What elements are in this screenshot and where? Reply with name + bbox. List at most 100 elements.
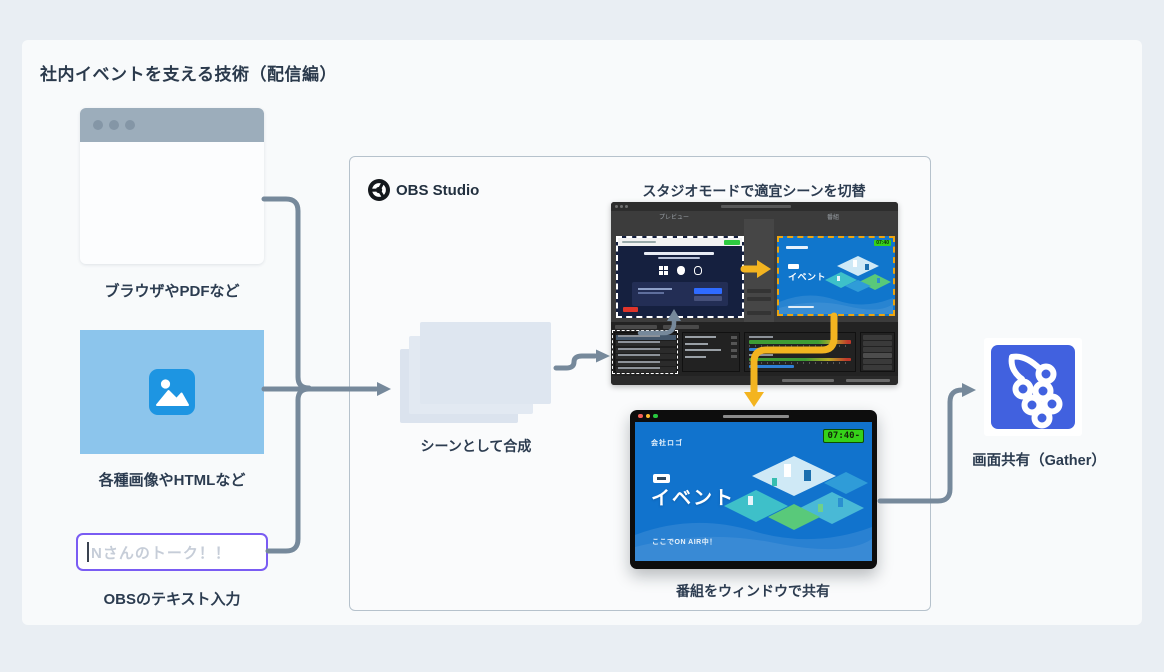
- sources-list[interactable]: [682, 332, 740, 372]
- scene-item[interactable]: [616, 367, 676, 372]
- green-timer-badge: [724, 239, 740, 245]
- text-caret: [87, 542, 89, 562]
- windows-logo-icon: [658, 265, 668, 275]
- event-subtitle: ここでON AIR中！: [652, 537, 717, 547]
- subtitle-placeholder: [788, 305, 814, 308]
- window-dot-icon: [125, 120, 135, 130]
- image-source-label: 各種画像やHTMLなど: [98, 472, 246, 489]
- secondary-button-placeholder: [694, 296, 722, 301]
- site-logo-placeholder: [623, 307, 638, 312]
- scene-item[interactable]: [616, 354, 676, 359]
- address-bar-placeholder: [622, 241, 656, 243]
- panel-text-placeholder: [638, 292, 664, 294]
- event-title: イベント: [651, 488, 736, 509]
- close-window-icon[interactable]: [638, 413, 643, 419]
- obs-studio-mode-screenshot: プレビュー 番組: [611, 202, 898, 385]
- audio-meter: [749, 357, 851, 361]
- scene-card: [420, 322, 551, 404]
- program-screen: 会社ロゴ 07:40- イベント ここでON AIR中！: [635, 422, 872, 561]
- event-title: イベント: [788, 272, 827, 282]
- transition-button-placeholder[interactable]: [747, 311, 771, 315]
- minimize-window-icon[interactable]: [645, 413, 650, 419]
- scenes-dock-header: [615, 325, 657, 329]
- audio-mixer[interactable]: [744, 332, 856, 372]
- control-button-placeholder[interactable]: [863, 341, 892, 346]
- scenes-list[interactable]: [614, 332, 678, 372]
- transition-button-placeholder[interactable]: [747, 297, 771, 301]
- preview-scene-thumbnail[interactable]: [616, 236, 744, 318]
- studio-mode-caption: スタジオモードで適宜シーンを切替: [642, 183, 866, 199]
- control-button-active-placeholder[interactable]: [863, 353, 892, 358]
- os-logos-row: [650, 264, 710, 276]
- window-title-placeholder: [721, 205, 791, 208]
- obs-app-name: OBS Studio: [396, 181, 480, 199]
- event-badge: [653, 474, 670, 483]
- panel-text-placeholder: [638, 288, 672, 290]
- zoom-window-icon[interactable]: [653, 413, 658, 419]
- gather-logo-icon[interactable]: [991, 345, 1075, 429]
- download-button-placeholder: [694, 288, 722, 294]
- program-output-window: 会社ロゴ 07:40- イベント ここでON AIR中！: [630, 410, 877, 569]
- status-text-placeholder: [846, 379, 890, 382]
- window-dot-icon: [625, 205, 628, 208]
- subheading-placeholder: [658, 257, 700, 259]
- isometric-map-illustration: [825, 256, 891, 292]
- status-bar: [611, 376, 898, 385]
- control-button-placeholder[interactable]: [863, 359, 892, 364]
- browser-mockup: [80, 108, 264, 264]
- volume-slider[interactable]: [749, 365, 794, 368]
- window-dot-icon: [93, 120, 103, 130]
- control-button-placeholder[interactable]: [863, 365, 892, 370]
- status-text-placeholder: [782, 379, 834, 382]
- scene-item[interactable]: [616, 347, 676, 353]
- program-window-caption: 番組をウィンドウで共有: [676, 583, 830, 599]
- image-photo-icon: [149, 369, 195, 415]
- control-button-placeholder[interactable]: [863, 335, 892, 340]
- window-dot-icon: [620, 205, 623, 208]
- browser-titlebar: [80, 108, 264, 142]
- scene-item[interactable]: [616, 360, 676, 366]
- timer-badge: 07:40: [874, 240, 891, 246]
- browser-chrome-bar: [618, 238, 742, 246]
- page-title: 社内イベントを支える技術（配信編）: [40, 65, 337, 84]
- company-logo-text: 会社ロゴ: [651, 440, 683, 447]
- window-dot-icon: [615, 205, 618, 208]
- control-button-placeholder[interactable]: [863, 347, 892, 352]
- text-input-label: OBSのテキスト入力: [103, 591, 241, 608]
- apple-logo-icon: [676, 265, 685, 275]
- transition-button-placeholder[interactable]: [747, 289, 771, 293]
- wave-decoration: [635, 522, 872, 561]
- volume-slider[interactable]: [749, 347, 813, 351]
- source-item[interactable]: [685, 335, 737, 340]
- meter-scale: [749, 362, 851, 364]
- window-title-placeholder: [723, 415, 789, 418]
- source-item[interactable]: [685, 354, 737, 359]
- controls-dock: [860, 332, 895, 372]
- screenshot-titlebar: [611, 202, 898, 211]
- macos-titlebar: [635, 410, 872, 422]
- isometric-map-illustration: [724, 456, 868, 530]
- window-dot-icon: [109, 120, 119, 130]
- sources-dock-header: [663, 325, 699, 329]
- program-scene-thumbnail[interactable]: 07:40 イベント: [777, 236, 895, 316]
- obs-text-input[interactable]: Nさんのトーク！！: [76, 533, 268, 571]
- browser-label: ブラウザやPDFなど: [104, 283, 240, 300]
- program-pane-label: 番組: [827, 215, 840, 221]
- source-item[interactable]: [685, 348, 737, 353]
- scene-item[interactable]: [616, 341, 676, 346]
- gather-label: 画面共有（Gather）: [972, 453, 1106, 469]
- mixer-track-name-placeholder: [749, 353, 773, 356]
- meter-scale: [749, 344, 851, 347]
- text-input-placeholder: Nさんのトーク！！: [91, 544, 231, 562]
- obs-brand: OBS Studio: [368, 179, 479, 201]
- obs-logo-icon: [368, 179, 390, 201]
- preview-pane-label: プレビュー: [659, 215, 690, 221]
- source-item[interactable]: [685, 341, 737, 346]
- logo-placeholder: [786, 246, 808, 249]
- countdown-timer-badge: 07:40-: [823, 429, 864, 443]
- heading-placeholder: [644, 252, 714, 255]
- audio-meter: [749, 340, 851, 344]
- scene-item-selected[interactable]: [616, 334, 676, 340]
- event-badge: [788, 264, 799, 269]
